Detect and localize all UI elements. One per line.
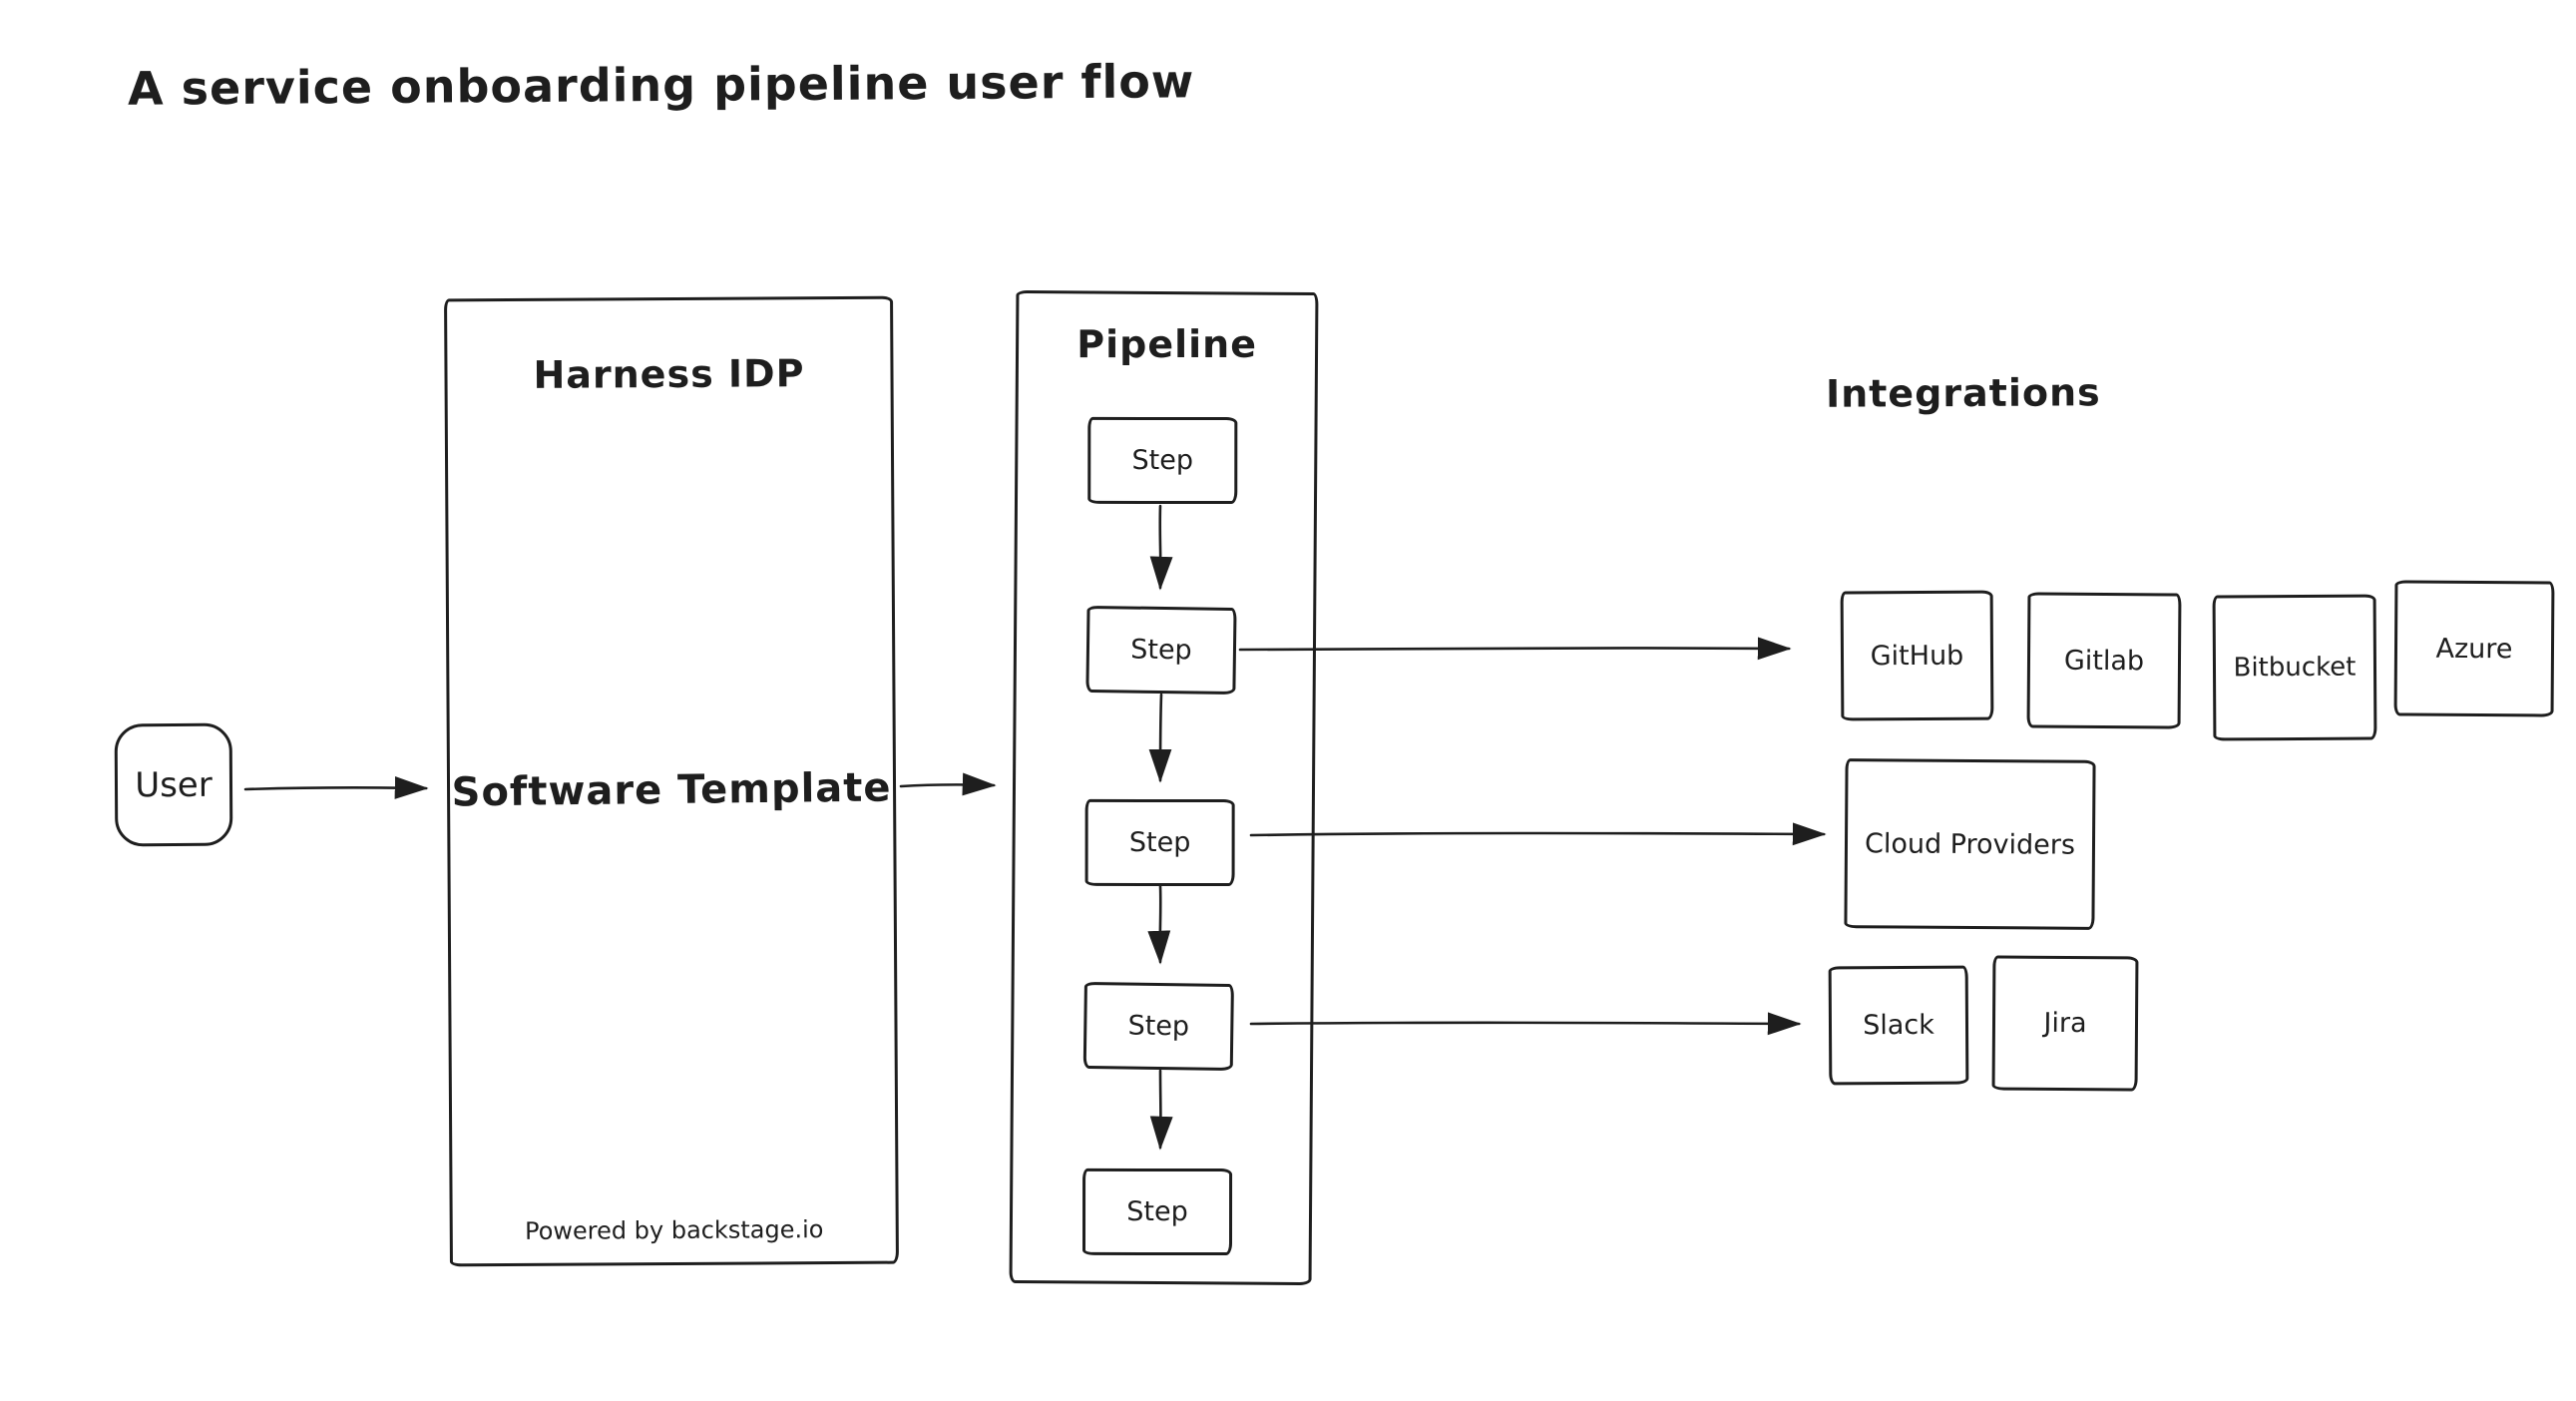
arrow-step4-to-slack	[1249, 1012, 1802, 1036]
slack-label: Slack	[1863, 1009, 1934, 1042]
harness-idp-group: Harness IDP Software Template Powered by…	[444, 295, 899, 1267]
diagram-title: A service onboarding pipeline user flow	[127, 54, 1195, 116]
pipeline-step-2: Step	[1085, 605, 1237, 696]
arrow-step2-to-step3	[1148, 693, 1172, 783]
arrow-step2-to-github	[1238, 637, 1792, 661]
integration-bitbucket: Bitbucket	[2212, 594, 2377, 741]
pipeline-step-5: Step	[1081, 1168, 1233, 1256]
integration-cloud-providers: Cloud Providers	[1844, 758, 2096, 930]
pipeline-group: Pipeline Step Step Step Step Step	[1009, 289, 1319, 1286]
user-node: User	[114, 722, 233, 847]
gitlab-label: Gitlab	[2063, 645, 2145, 677]
pipeline-step-4: Step	[1082, 981, 1234, 1072]
jira-label: Jira	[2043, 1007, 2087, 1040]
azure-label: Azure	[2435, 633, 2513, 665]
integrations-title: Integrations	[1825, 370, 2101, 416]
arrow-user-to-template	[243, 776, 429, 799]
bitbucket-label: Bitbucket	[2233, 652, 2357, 684]
step-label: Step	[1130, 634, 1192, 667]
integration-slack: Slack	[1828, 965, 1969, 1086]
arrow-step3-to-cloud-providers	[1249, 822, 1827, 846]
pipeline-step-1: Step	[1087, 416, 1238, 505]
software-template-label: Software Template	[451, 764, 892, 816]
arrow-step3-to-step4	[1147, 884, 1171, 965]
step-label: Step	[1128, 826, 1191, 859]
integration-jira: Jira	[1991, 955, 2139, 1092]
harness-idp-title: Harness IDP	[533, 351, 805, 397]
user-label: User	[135, 764, 213, 805]
step-label: Step	[1131, 444, 1194, 477]
step-label: Step	[1127, 1010, 1190, 1043]
pipeline-step-3: Step	[1084, 798, 1235, 887]
arrow-step1-to-step2	[1149, 504, 1173, 591]
pipeline-title: Pipeline	[1076, 321, 1258, 367]
powered-by-backstage-label: Powered by backstage.io	[524, 1215, 824, 1245]
step-label: Step	[1126, 1195, 1188, 1227]
integration-github: GitHub	[1840, 590, 1994, 721]
cloud-providers-label: Cloud Providers	[1864, 827, 2076, 861]
integration-azure: Azure	[2393, 580, 2555, 717]
integration-gitlab: Gitlab	[2026, 592, 2182, 729]
arrow-template-to-pipeline	[899, 772, 997, 796]
github-label: GitHub	[1870, 640, 1964, 672]
